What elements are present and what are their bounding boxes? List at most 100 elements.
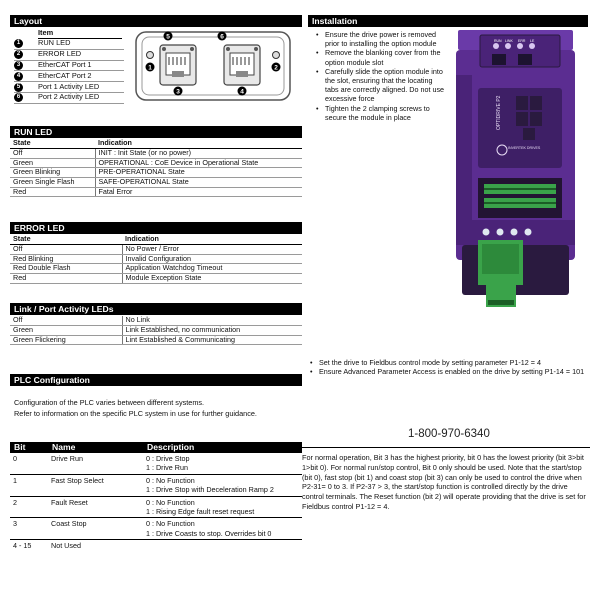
indication-cell: Invalid Configuration [122,254,302,265]
ethercat-port-1-graphic [159,44,197,86]
marker-6: 6 [217,31,227,41]
keypad-button [530,112,542,126]
col-indication: Indication [95,139,302,150]
indication-cell: Module Exception State [122,273,302,284]
fieldbus-step: Ensure Advanced Parameter Access is enab… [310,367,586,376]
table-row: Green Blinking PRE-OPERATIONAL State [10,168,302,178]
legend-number-5: 5 [14,82,23,92]
table-row: 1 Fast Stop Select 0 : No Function 1 : D… [10,474,302,497]
legend-item: 6 Port 2 Activity LED [14,93,124,104]
table-row: Red Module Exception State [10,273,302,284]
module-outline [135,31,291,101]
legend-label: RUN LED [38,38,71,48]
table-header-row: State Indication [10,235,302,246]
indication-cell: INIT : Init State (or no power) [95,148,302,159]
drive-bottom-led-icon [496,228,504,236]
keypad-button [523,128,535,140]
state-cell: Red [10,187,96,198]
col-name: Name [48,442,143,453]
bit-cell: 0 [10,453,48,475]
legend-number-1: 1 [14,39,23,49]
state-cell: Off [10,148,96,159]
plc-note-line-2: Refer to information on the specific PLC… [14,409,257,418]
legend-number-2: 2 [14,50,23,60]
svg-text:5: 5 [166,34,170,41]
drive-led-label-le: LE [530,39,535,43]
legend-label: EtherCAT Port 2 [38,70,92,80]
table-row: Off No Link [10,316,302,327]
description-cell: 0 : No Function 1 : Drive Stop with Dece… [143,474,302,497]
error-led-table: State Indication Off No Power / Error Re… [10,235,302,284]
plc-note-line-1: Configuration of the PLC varies between … [14,398,205,407]
indication-cell: Fatal Error [95,187,302,198]
table-row: Red Blinking Invalid Configuration [10,254,302,265]
description-cell: 0 : Drive Stop 1 : Drive Run [143,453,302,475]
description-cell: 0 : No Function 1 : Rising Edge fault re… [143,496,302,519]
installation-step: Tighten the 2 clamping screws to secure … [316,104,448,122]
link-leds-table: Off No Link Green Link Established, no c… [10,316,302,346]
table-header-row: State Indication [10,139,302,150]
drive-bottom-led-icon [482,228,490,236]
keypad-button [516,96,528,110]
description-line: 0 : No Function [146,497,195,507]
legend-item: 5 Port 1 Activity LED [14,82,124,93]
table-row: Green OPERATIONAL : CoE Device in Operat… [10,158,302,169]
state-cell: Off [10,244,123,255]
marker-5: 5 [163,31,173,41]
keypad-button [530,96,542,110]
col-description: Description [143,442,302,453]
state-cell: Green Flickering [10,335,123,346]
table-row: Red Fatal Error [10,187,302,198]
drive-led-label-run: RUN [494,39,502,43]
module-layout-diagram: 5 6 1 2 3 4 [135,31,291,101]
legend-number-3: 3 [14,60,23,70]
legend-item: 2 ERROR LED [14,49,124,61]
legend-label: ERROR LED [38,49,82,59]
description-line: 0 : No Function [146,519,195,529]
ethercat-port-2-graphic [223,44,261,86]
keypad-button [516,112,528,126]
name-cell: Coast Stop [48,517,143,541]
marker-3: 3 [173,86,183,96]
legend-item: 3 EtherCAT Port 1 [14,60,124,72]
divider [300,447,590,448]
state-cell: Red [10,273,123,284]
table-row: 0 Drive Run 0 : Drive Stop 1 : Drive Run [10,453,302,475]
phone-number: 1-800-970-6340 [408,428,490,440]
drive-bottom-led-icon [510,228,518,236]
module-led-icon [529,43,535,49]
description-line: 0 : Drive Stop [146,454,190,463]
drive-bottom-led-icon [524,228,532,236]
indication-cell: Application Watchdog Timeout [122,264,302,274]
svg-text:3: 3 [176,89,180,96]
indication-cell: SAFE-OPERATIONAL State [95,177,302,188]
table-row: Green Single Flash SAFE-OPERATIONAL Stat… [10,177,302,188]
legend-number-6: 6 [14,93,23,103]
installation-steps: Ensure the drive power is removed prior … [316,30,448,122]
description-line: 0 : No Function [146,475,195,485]
state-cell: Green [10,325,123,336]
drive-brand-text: INVERTEK DRIVES [508,146,541,150]
marker-2: 2 [271,62,281,72]
module-led-icon [505,43,511,49]
description-line: 1 : Drive Stop with Deceleration Ramp 2 [146,485,274,495]
name-cell: Not Used [51,541,81,551]
bit-cell: 2 [10,496,48,519]
drive-led-label-link: LINK [505,39,513,43]
installation-step: Ensure the drive power is removed prior … [316,30,448,48]
col-state: State [10,235,122,246]
col-state: State [10,139,95,150]
svg-text:1: 1 [148,65,152,72]
description-line: 1 : Drive Coasts to stop. Overrides bit … [146,528,272,538]
fieldbus-step: Set the drive to Fieldbus control mode b… [310,358,586,367]
bit-cell: 4 - 15 [13,541,32,551]
state-cell: Off [10,316,123,327]
module-led-icon [517,43,523,49]
state-cell: Green Single Flash [10,177,96,188]
rj45-port [518,54,532,65]
table-row: Red Double Flash Application Watchdog Ti… [10,264,302,274]
installation-header: Installation [308,15,588,27]
terminal-screws [484,188,556,190]
indication-cell: No Power / Error [122,244,302,255]
invertek-logo-icon [496,144,508,156]
